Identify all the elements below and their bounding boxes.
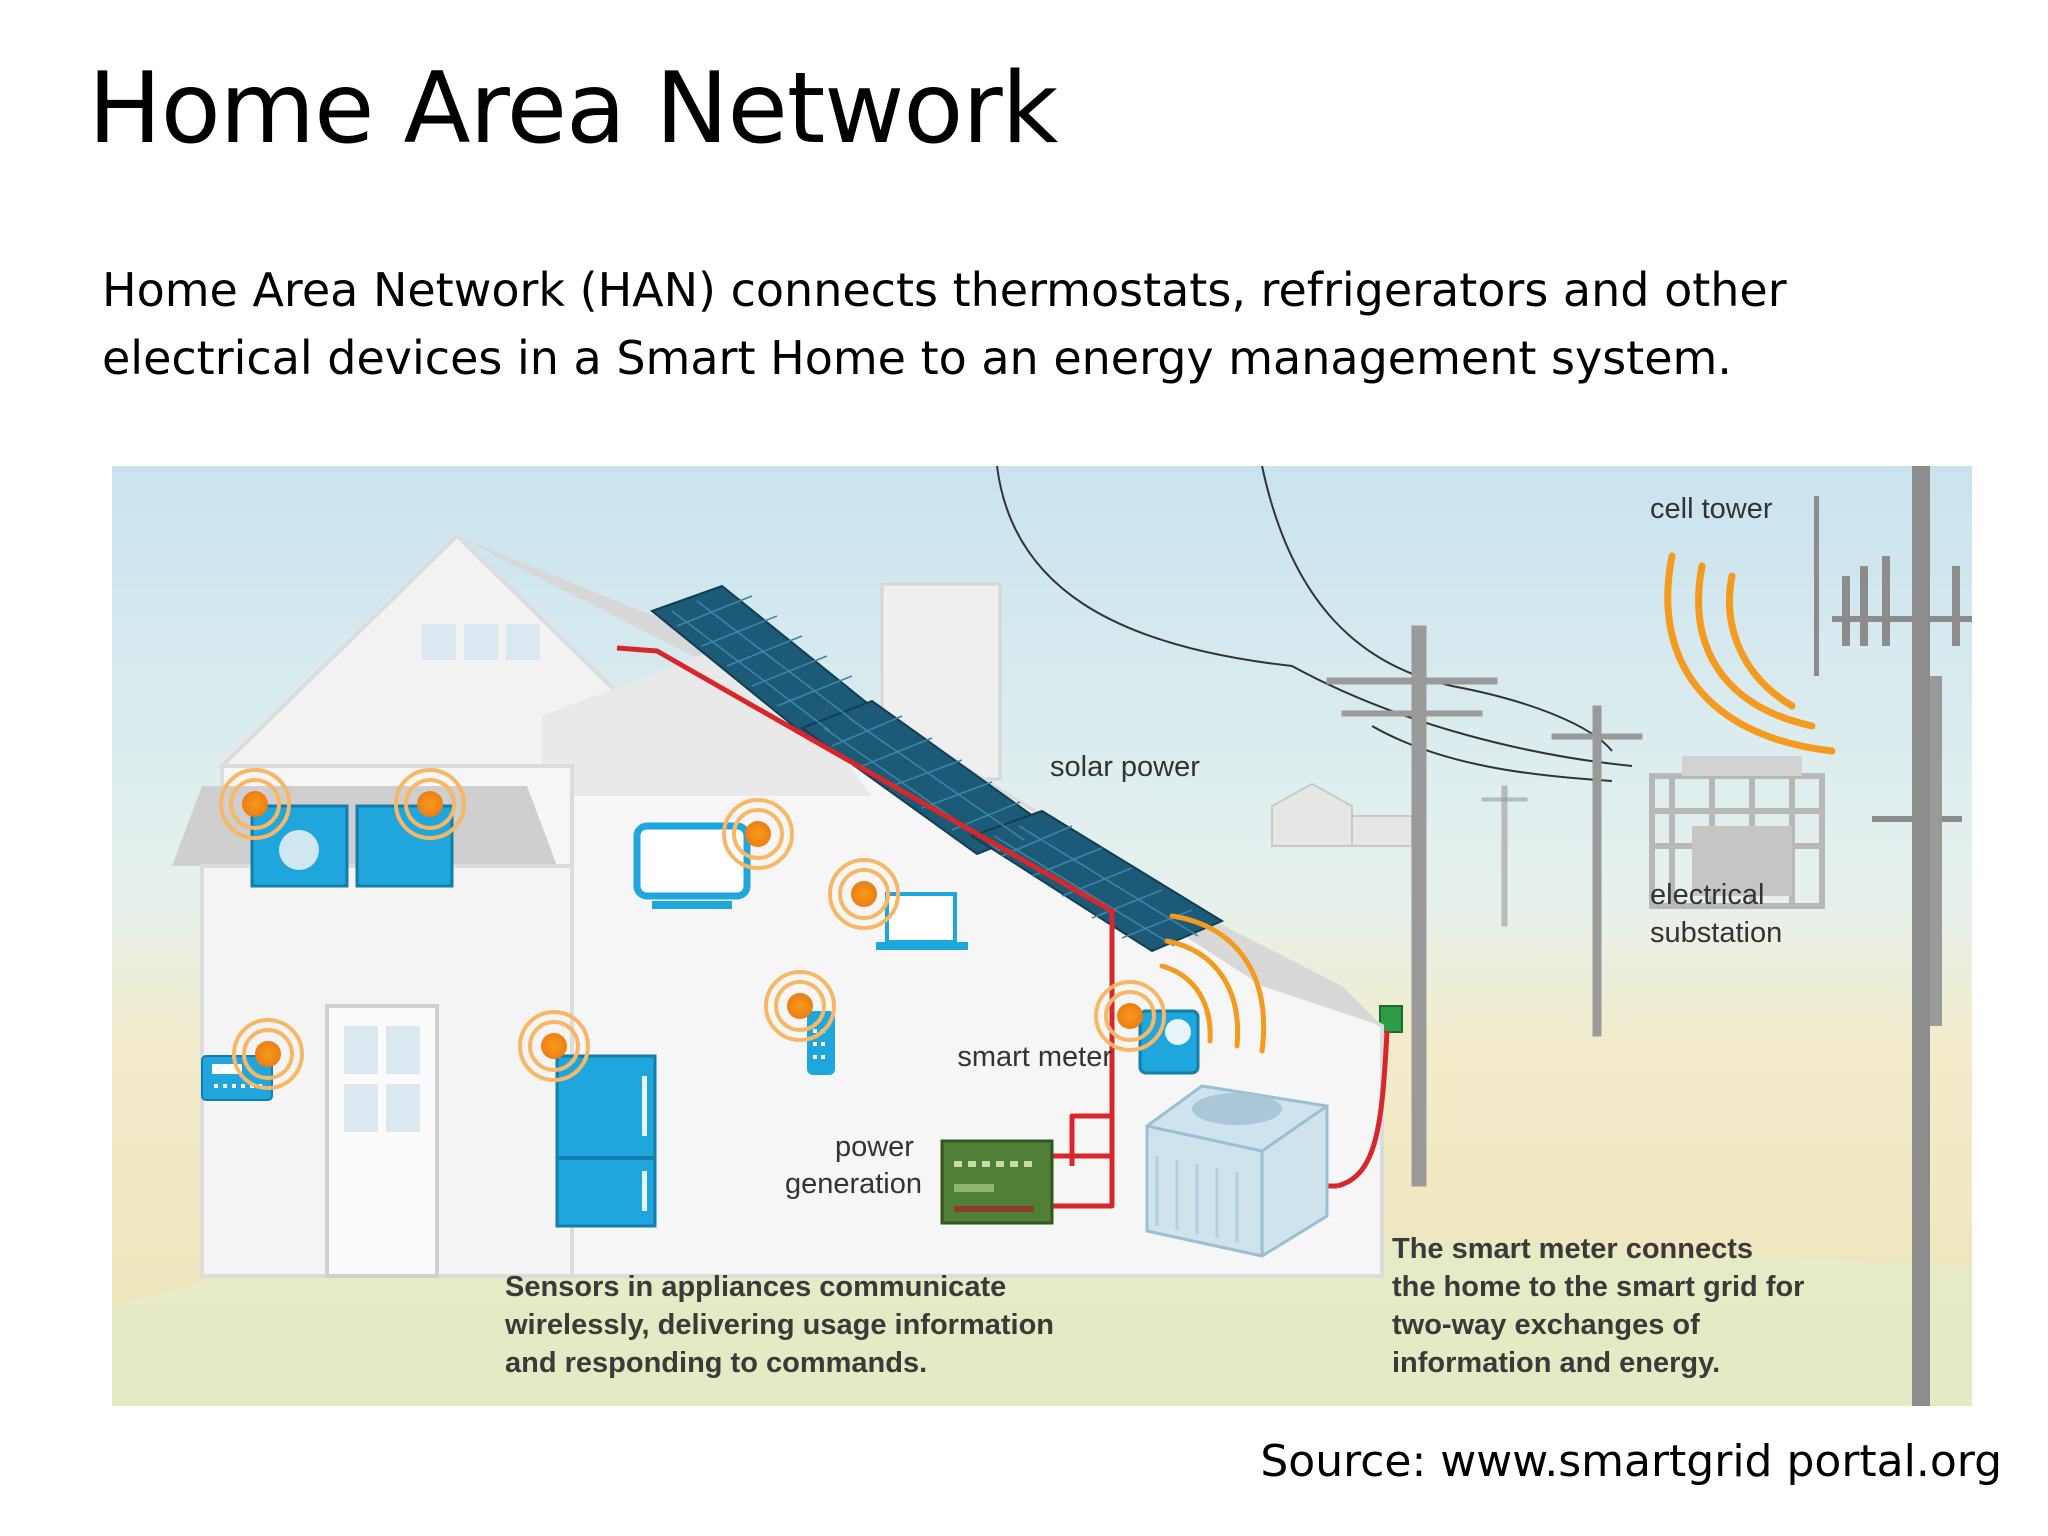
caption-sensors: Sensors in appliances communicate wirele… bbox=[504, 1271, 1062, 1379]
sensor-refrigerator-icon bbox=[518, 1010, 590, 1082]
caption-sensors-line-3: and responding to commands. bbox=[505, 1347, 927, 1379]
slide-body-text: Home Area Network (HAN) connects thermos… bbox=[102, 256, 1982, 392]
label-power-generation: power generation bbox=[785, 1131, 922, 1200]
slide-title: Home Area Network bbox=[88, 52, 1058, 166]
caption-smart-meter-line-1: The smart meter connects bbox=[1392, 1233, 1753, 1265]
label-electrical-substation: electrical substation bbox=[1650, 879, 1782, 949]
sensor-remote-icon bbox=[764, 970, 836, 1042]
label-power-generation-line-2: generation bbox=[785, 1168, 922, 1200]
label-cell-tower: cell tower bbox=[1650, 493, 1773, 525]
caption-smart-meter-line-2: the home to the smart grid for bbox=[1392, 1271, 1804, 1303]
caption-sensors-line-1: Sensors in appliances communicate bbox=[505, 1271, 1006, 1303]
body-line-1: Home Area Network (HAN) connects thermos… bbox=[102, 263, 1787, 317]
sensor-dryer-icon bbox=[394, 768, 466, 840]
pole-junction-box bbox=[1379, 1005, 1403, 1033]
caption-smart-meter-line-4: information and energy. bbox=[1392, 1347, 1720, 1379]
label-power-generation-line-1: power bbox=[835, 1131, 914, 1163]
distant-house-icon bbox=[1271, 782, 1413, 847]
smart-meter-signal-icon bbox=[1159, 913, 1267, 1054]
caption-sensors-line-2: wirelessly, delivering usage information bbox=[504, 1309, 1054, 1341]
wireless-signal-sensor-icons bbox=[219, 768, 1166, 1090]
caption-smart-meter-line-3: two-way exchanges of bbox=[1392, 1309, 1700, 1341]
power-generation-unit-icon bbox=[940, 1139, 1054, 1225]
home-area-network-diagram: cell tower solar power electrical substa… bbox=[112, 466, 1972, 1406]
sensor-thermostat-icon bbox=[232, 1018, 304, 1090]
sensor-television-icon bbox=[722, 798, 794, 870]
label-electrical-substation-line-1: electrical bbox=[1650, 879, 1764, 911]
source-citation: Source: www.smartgrid portal.org bbox=[1260, 1436, 2002, 1487]
label-smart-meter: smart meter bbox=[957, 1041, 1112, 1073]
caption-smart-meter: The smart meter connects the home to the… bbox=[1392, 1233, 1813, 1379]
body-line-2: electrical devices in a Smart Home to an… bbox=[102, 331, 1732, 385]
cell-tower-icon bbox=[1814, 466, 1972, 1406]
utility-pole bbox=[1326, 625, 1643, 1187]
sensor-washer-icon bbox=[219, 768, 291, 840]
power-wiring bbox=[616, 645, 1390, 1209]
solar-panel-grid-lines bbox=[671, 595, 1199, 947]
smart-meter-icon bbox=[1138, 1009, 1200, 1075]
laptop-icon bbox=[876, 892, 968, 950]
label-solar-power: solar power bbox=[1050, 751, 1200, 783]
television-icon bbox=[633, 822, 751, 909]
sensor-laptop-icon bbox=[828, 858, 900, 930]
label-electrical-substation-line-2: substation bbox=[1650, 917, 1782, 949]
cell-tower-signal-icon bbox=[1664, 552, 1836, 755]
refrigerator-icon bbox=[555, 1054, 657, 1228]
sensor-smart-meter-icon bbox=[1094, 980, 1166, 1052]
air-conditioner-unit-icon bbox=[1145, 1084, 1329, 1258]
electrical-substation-icon bbox=[1649, 756, 1825, 909]
